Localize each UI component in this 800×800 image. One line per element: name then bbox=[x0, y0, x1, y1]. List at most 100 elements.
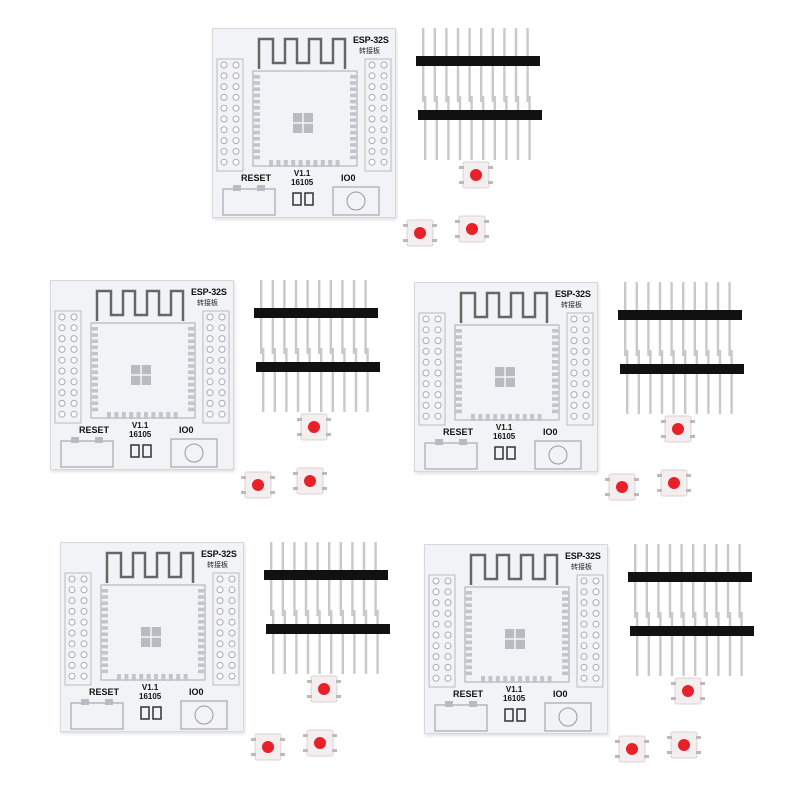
adapter-kit: ESP-32S 转接板 RESET V1.1 16105 IO0 bbox=[50, 280, 390, 530]
header-hole bbox=[582, 358, 590, 366]
header-hole bbox=[80, 651, 88, 659]
header-pin bbox=[682, 636, 685, 676]
module-pads-right bbox=[552, 329, 559, 414]
header-pin bbox=[624, 282, 627, 312]
header-pin bbox=[433, 28, 436, 58]
header-pin bbox=[320, 372, 323, 412]
header-pin bbox=[318, 318, 321, 354]
header-pin bbox=[645, 582, 648, 618]
header-hole bbox=[434, 391, 442, 399]
header-hole bbox=[432, 577, 440, 585]
header-hole bbox=[580, 663, 588, 671]
header-hole bbox=[368, 115, 376, 123]
board-model-label: ESP-32S bbox=[565, 551, 601, 561]
header-hole bbox=[80, 672, 88, 680]
header-pin bbox=[738, 544, 741, 574]
header-hole bbox=[232, 137, 240, 145]
header-pin bbox=[634, 544, 637, 574]
module-pad bbox=[552, 335, 559, 339]
module-pad bbox=[253, 106, 260, 110]
module-pad bbox=[198, 669, 205, 674]
module-pad bbox=[465, 646, 472, 651]
header-hole bbox=[580, 588, 588, 596]
module-pad bbox=[154, 674, 158, 681]
header-pin bbox=[341, 318, 344, 354]
header-pin bbox=[352, 318, 356, 354]
header-hole bbox=[216, 586, 224, 594]
header-pin bbox=[270, 542, 273, 572]
header-pin bbox=[730, 374, 733, 414]
header-pin bbox=[705, 612, 708, 628]
header-hole bbox=[58, 399, 66, 407]
header-hole bbox=[80, 575, 88, 583]
header-hole bbox=[432, 631, 440, 639]
header-pin bbox=[294, 318, 298, 354]
left-header-footprint bbox=[216, 58, 244, 172]
header-hole bbox=[218, 399, 226, 407]
module-pad bbox=[455, 409, 462, 414]
module-pad bbox=[455, 403, 462, 407]
header-hole bbox=[206, 399, 214, 407]
tact-switch bbox=[293, 467, 327, 495]
pin-header-strip bbox=[254, 280, 378, 354]
module-pad bbox=[465, 597, 472, 601]
header-hole bbox=[70, 367, 78, 375]
module-pad bbox=[253, 137, 260, 141]
header-pin bbox=[362, 542, 366, 572]
module-pad bbox=[455, 391, 462, 395]
module-pad bbox=[188, 333, 195, 337]
header-pin bbox=[682, 320, 685, 356]
io0-label: IO0 bbox=[553, 689, 568, 699]
header-hole bbox=[58, 335, 66, 343]
reset-button-footprint bbox=[222, 188, 276, 216]
header-pin bbox=[728, 612, 732, 628]
header-pin bbox=[659, 612, 662, 628]
header-pin bbox=[447, 96, 450, 112]
header-pin bbox=[503, 66, 506, 102]
module-pad bbox=[455, 397, 462, 401]
header-pin bbox=[491, 28, 494, 58]
header-pin bbox=[470, 96, 473, 112]
module-pad bbox=[552, 353, 559, 358]
header-pin bbox=[695, 350, 698, 366]
module-pad bbox=[158, 412, 163, 419]
module-pad bbox=[350, 75, 357, 79]
header-pin bbox=[672, 350, 675, 366]
module-pad bbox=[562, 646, 569, 651]
right-header-holes bbox=[580, 577, 600, 682]
header-hole bbox=[582, 401, 590, 409]
module-pad bbox=[253, 75, 260, 79]
header-hole bbox=[58, 389, 66, 397]
header-hole bbox=[368, 158, 376, 166]
header-pin bbox=[376, 634, 379, 674]
header-hole bbox=[58, 367, 66, 375]
capacitor-footprint bbox=[152, 706, 162, 720]
module-pad bbox=[101, 620, 108, 624]
header-pin bbox=[318, 610, 321, 626]
left-header-holes bbox=[220, 61, 240, 166]
header-hole bbox=[368, 83, 376, 91]
module-pad bbox=[455, 341, 462, 345]
header-hole bbox=[422, 315, 430, 323]
right-header-holes bbox=[570, 315, 590, 420]
header-pin bbox=[505, 120, 508, 160]
header-hole bbox=[206, 378, 214, 386]
header-hole bbox=[220, 137, 228, 145]
module-pad bbox=[198, 657, 205, 661]
header-pin bbox=[659, 636, 662, 676]
module-pad bbox=[518, 676, 522, 683]
module-pad bbox=[465, 665, 472, 669]
header-pin bbox=[658, 282, 662, 312]
module-pad bbox=[562, 622, 569, 626]
module-pad bbox=[101, 663, 108, 667]
header-hole bbox=[444, 642, 452, 650]
module-pad bbox=[131, 674, 136, 681]
header-pin bbox=[354, 348, 358, 364]
module-pad bbox=[253, 155, 260, 160]
module-pad bbox=[188, 376, 195, 381]
header-hole bbox=[582, 315, 590, 323]
header-pin bbox=[445, 28, 448, 58]
header-hole bbox=[68, 618, 76, 626]
module-pad bbox=[350, 87, 357, 91]
header-pin bbox=[516, 96, 520, 112]
